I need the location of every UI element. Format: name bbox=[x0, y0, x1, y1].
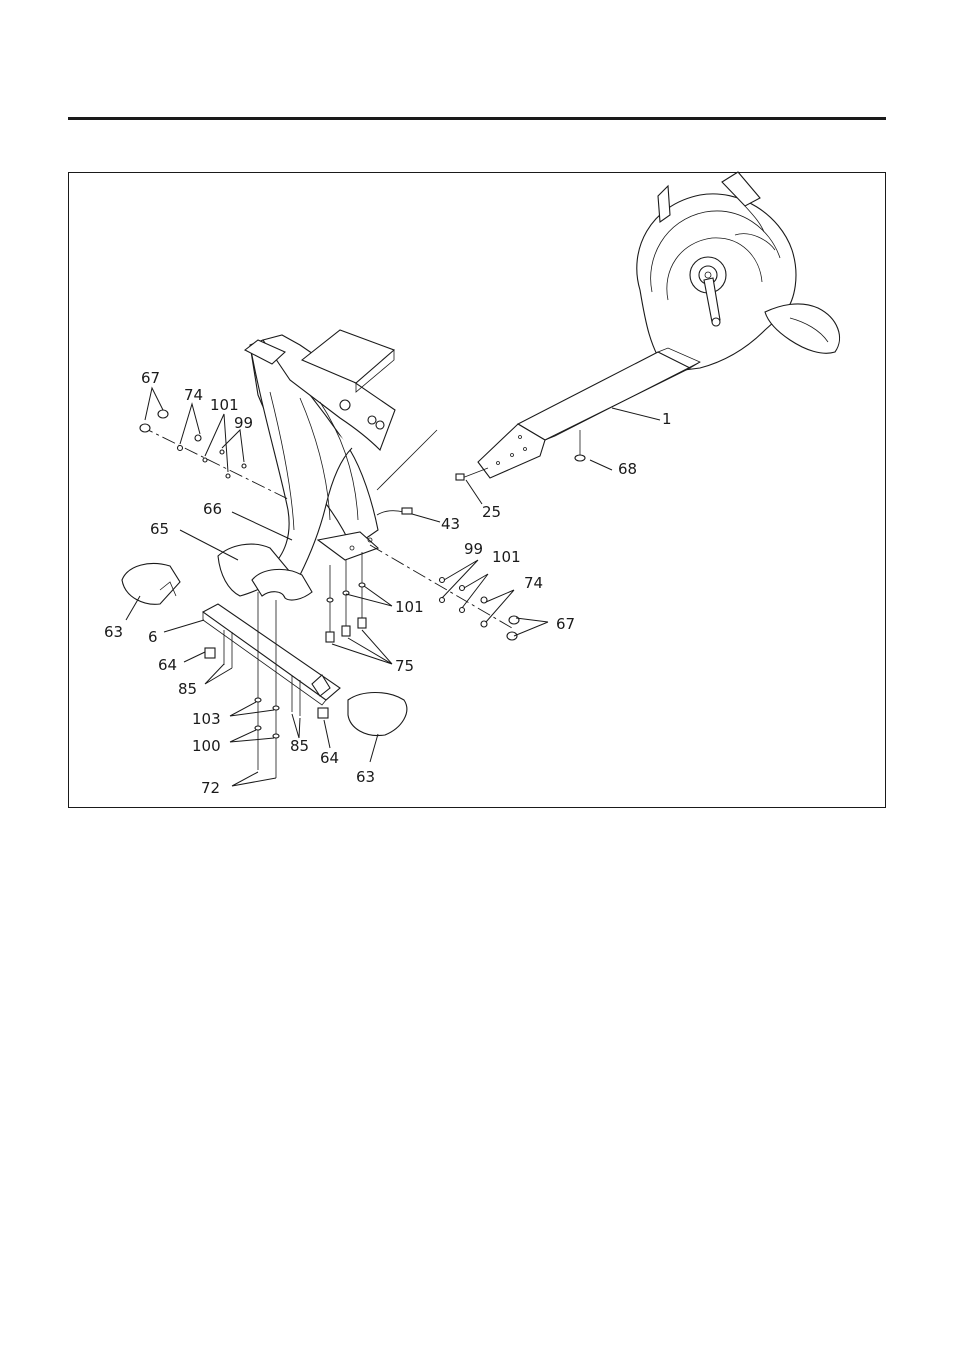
callout-25: 25 bbox=[482, 503, 501, 521]
callout-74-right: 74 bbox=[524, 574, 543, 592]
callout-100: 100 bbox=[192, 737, 221, 755]
callout-63: 63 bbox=[104, 623, 123, 641]
callout-67: 67 bbox=[141, 369, 160, 387]
wire-harness-25 bbox=[455, 467, 489, 481]
callout-6: 6 bbox=[148, 628, 158, 646]
callout-103: 103 bbox=[192, 710, 221, 728]
diagram-frame bbox=[68, 172, 886, 808]
callout-65: 65 bbox=[150, 520, 169, 538]
callout-64: 64 bbox=[158, 656, 177, 674]
upright-post-66 bbox=[243, 329, 396, 576]
callout-101: 101 bbox=[210, 396, 239, 414]
callout-68: 68 bbox=[618, 460, 637, 478]
callout-63-right: 63 bbox=[356, 768, 375, 786]
callout-85: 85 bbox=[178, 680, 197, 698]
leader-lines bbox=[125, 386, 661, 787]
right-fastener-stack bbox=[369, 544, 520, 641]
bolts-75-stack bbox=[325, 552, 367, 643]
rear-frame-assembly bbox=[477, 171, 840, 479]
cable-43 bbox=[376, 429, 438, 516]
callout-72: 72 bbox=[201, 779, 220, 797]
callout-43: 43 bbox=[441, 515, 460, 533]
callout-101-right: 101 bbox=[492, 548, 521, 566]
callout-85-right: 85 bbox=[290, 737, 309, 755]
callout-74: 74 bbox=[184, 386, 203, 404]
callout-64-right: 64 bbox=[320, 749, 339, 767]
callout-99: 99 bbox=[234, 414, 253, 432]
callout-75: 75 bbox=[395, 657, 414, 675]
callout-101-center: 101 bbox=[395, 598, 424, 616]
callout-labels: 67 74 101 99 66 65 63 6 64 85 103 100 72… bbox=[104, 369, 672, 797]
callout-99-right: 99 bbox=[464, 540, 483, 558]
front-stabilizer-6 bbox=[121, 543, 408, 778]
callout-67-right: 67 bbox=[556, 615, 575, 633]
callout-1: 1 bbox=[662, 410, 672, 428]
header-rule bbox=[68, 117, 886, 120]
left-fastener-stack bbox=[139, 409, 291, 501]
callout-66: 66 bbox=[203, 500, 222, 518]
